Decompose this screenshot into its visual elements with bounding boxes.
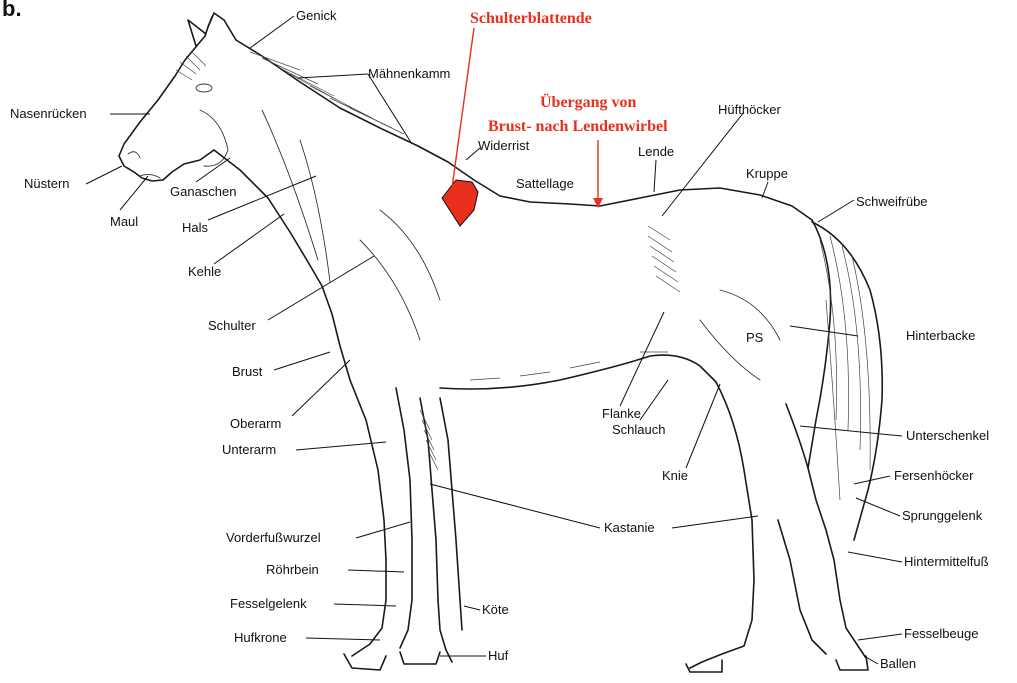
label-unterarm: Unterarm [222,442,276,457]
label-sattellage: Sattellage [516,176,574,191]
horse-belly [440,355,716,389]
label-schweifruebe: Schweifrübe [856,194,928,209]
horse-ear-back [188,20,206,46]
shoulder-blade-end-label: Schulterblattende [470,10,592,27]
horse-hind-muscle [700,290,780,380]
horse-hind-leg-front [778,404,826,654]
label-nasenruecken: Nasenrücken [10,106,87,121]
label-hintermittelfuss: Hintermittelfuß [904,554,989,569]
label-schulter: Schulter [208,318,256,333]
horse-hip-hatching [648,226,680,292]
horse-foreleg-front [350,380,386,656]
label-knie: Knie [662,468,688,483]
label-fersenhoecker: Fersenhöcker [894,468,974,483]
label-kehle: Kehle [188,264,221,279]
label-oberarm: Oberarm [230,416,281,431]
label-unterschenkel: Unterschenkel [906,428,989,443]
horse-ear-front [208,13,236,40]
anatomy-labels: Genick Mähnenkamm Nasenrücken Nüstern Ma… [10,8,989,671]
label-ballen: Ballen [880,656,916,671]
horse-shoulder-muscle [360,210,440,340]
horse-eye [196,84,212,92]
label-kastanie: Kastanie [604,520,655,535]
horse-hoof-front-1 [344,654,386,670]
label-widerrist: Widerrist [478,138,530,153]
transition-label-line1: Übergang von [540,93,637,111]
label-maul: Maul [110,214,138,229]
label-flanke: Flanke [602,406,641,421]
horse-head-outline [119,17,214,181]
label-fesselgelenk: Fesselgelenk [230,596,307,611]
label-schlauch: Schlauch [612,422,665,437]
label-ps: PS [746,330,764,345]
label-hufkrone: Hufkrone [234,630,287,645]
horse-mouth [140,174,160,178]
horse-hindquarter [808,220,866,658]
label-vorderfusswurzel: Vorderfußwurzel [226,530,321,545]
horse-neck-muscle [262,110,330,282]
label-roehrbein: Röhrbein [266,562,319,577]
label-genick: Genick [296,8,337,23]
label-nuestern: Nüstern [24,176,70,191]
horse-foreleg-second [420,398,462,662]
horse-hoof-front-2 [400,652,440,664]
transition-label-line2: Brust- nach Lendenwirbel [488,118,668,135]
label-huf: Huf [488,648,509,663]
horse-hind-inner-leg [690,382,754,668]
shoulder-blade-end-leader [452,28,474,188]
label-koete: Köte [482,602,509,617]
label-huefthoecker: Hüfthöcker [718,102,782,117]
label-kruppe: Kruppe [746,166,788,181]
label-lende: Lende [638,144,674,159]
label-hals: Hals [182,220,209,235]
label-hinterbacke: Hinterbacke [906,328,975,343]
label-sprunggelenk: Sprunggelenk [902,508,983,523]
horse-nostril [128,152,140,158]
horse-foreleg-back [396,388,412,648]
label-ganaschen: Ganaschen [170,184,237,199]
label-brust: Brust [232,364,263,379]
panel-marker: b. [2,0,22,21]
label-maehnenkamm: Mähnenkamm [368,66,450,81]
label-fesselbeuge: Fesselbeuge [904,626,978,641]
horse-hoof-hind-2 [836,656,868,670]
shoulder-blade-end-marker [442,180,478,226]
